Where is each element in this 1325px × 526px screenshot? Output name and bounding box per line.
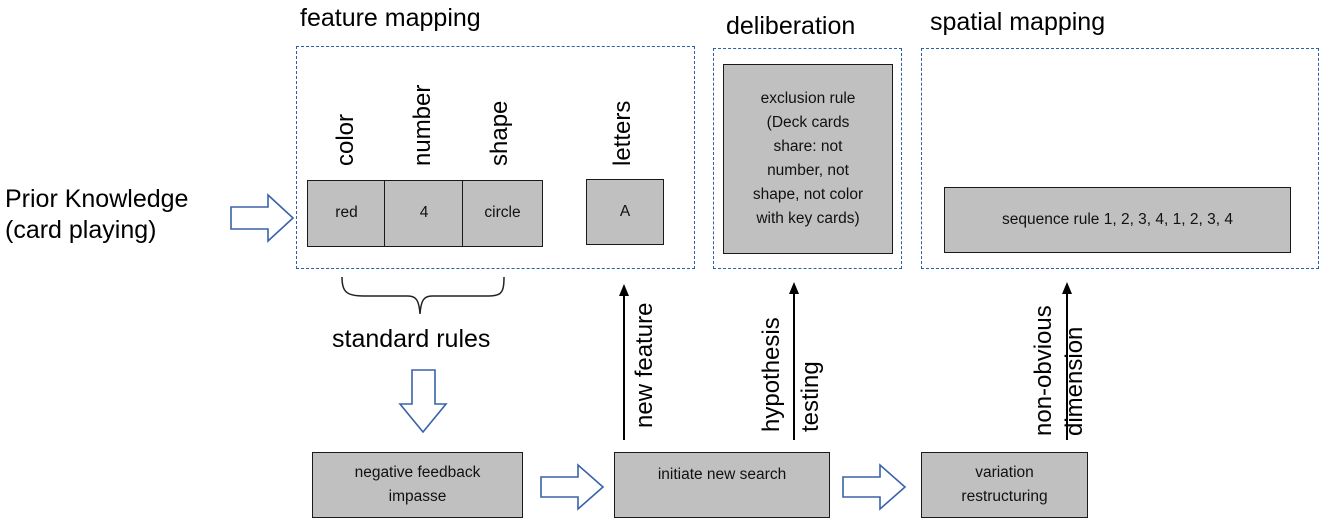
exclusion-rule-line: number, not	[767, 162, 849, 179]
block-arrow-right-icon	[842, 463, 907, 511]
feature-box-4: 4	[384, 180, 464, 247]
exclusion-rule-line: (Deck cards	[766, 113, 850, 131]
prior-knowledge-line1: Prior Knowledge	[5, 185, 189, 213]
feature-box-letter-a: A	[586, 179, 664, 245]
initiate-new-search-box: initiate new search	[614, 452, 830, 518]
negative-feedback-box: negative feedback impasse	[312, 452, 523, 518]
deliberation-group	[713, 48, 902, 269]
thin-arrows	[623, 290, 1068, 440]
variation-line: restructuring	[961, 488, 1048, 505]
standard-rules-label: standard rules	[332, 325, 491, 353]
exclusion-rule-box: exclusion rule (Deck cards share: not nu…	[723, 64, 893, 254]
block-arrow-down-icon	[398, 369, 448, 434]
spatial-mapping-group	[921, 48, 1319, 269]
prior-knowledge-line2: (card playing)	[5, 215, 157, 244]
negative-feedback-line: negative feedback	[354, 463, 481, 481]
arrow-up-icon	[1062, 282, 1072, 294]
arrow-up-icon	[619, 284, 629, 296]
block-arrow-right-icon	[540, 463, 605, 511]
exclusion-rule-line: share: not	[773, 137, 843, 155]
block-arrow-right-icon	[230, 193, 295, 243]
sequence-rule-box: sequence rule 1, 2, 3, 4, 1, 2, 3, 4	[944, 187, 1291, 253]
feature-mapping-group	[296, 46, 695, 269]
feature-box-circle: circle	[462, 180, 543, 247]
prior-knowledge-label: Prior Knowledge (card playing)	[5, 184, 188, 245]
heading-deliberation: deliberation	[726, 12, 856, 40]
feature-box-red: red	[307, 180, 386, 247]
variation-line: variation	[975, 463, 1034, 481]
arrow-up-icon	[789, 282, 799, 294]
exclusion-rule-line: exclusion rule	[760, 89, 856, 107]
exclusion-rule-line: shape, not color	[752, 186, 864, 204]
brace-icon	[341, 276, 505, 315]
heading-spatial-mapping: spatial mapping	[930, 8, 1106, 36]
heading-feature-mapping: feature mapping	[300, 4, 481, 32]
exclusion-rule-line: with key cards)	[756, 210, 860, 228]
negative-feedback-line: impasse	[388, 488, 447, 505]
variation-restructuring-box: variation restructuring	[921, 452, 1088, 518]
